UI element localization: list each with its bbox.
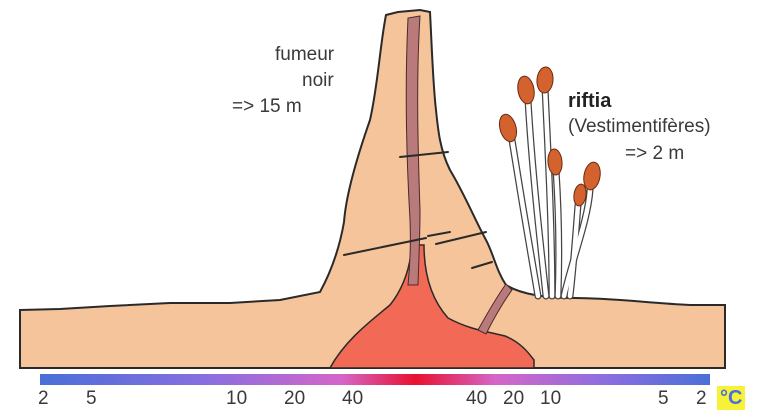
temperature-scale-bar xyxy=(40,374,710,385)
scale-tick: 5 xyxy=(86,388,97,410)
riftia-name-label: riftia xyxy=(568,90,611,112)
riftia-height-label: => 2 m xyxy=(625,143,684,165)
smoker-label-line2: noir xyxy=(302,70,334,92)
scale-tick: 5 xyxy=(658,388,669,410)
seafloor-and-chimney xyxy=(20,10,725,368)
scale-tick: 20 xyxy=(284,388,305,410)
scale-tick: 2 xyxy=(38,388,49,410)
scale-tick: 10 xyxy=(226,388,247,410)
scale-tick: 20 xyxy=(503,388,524,410)
temperature-unit-label: °C xyxy=(717,386,745,410)
scale-tick: 40 xyxy=(466,388,487,410)
smoker-label-line1: fumeur xyxy=(275,44,334,66)
scale-tick: 10 xyxy=(540,388,561,410)
scale-tick: 40 xyxy=(342,388,363,410)
smoker-height-label: => 15 m xyxy=(232,96,302,118)
riftia-group-label: (Vestimentifères) xyxy=(568,116,711,138)
scale-tick: 2 xyxy=(696,388,707,410)
